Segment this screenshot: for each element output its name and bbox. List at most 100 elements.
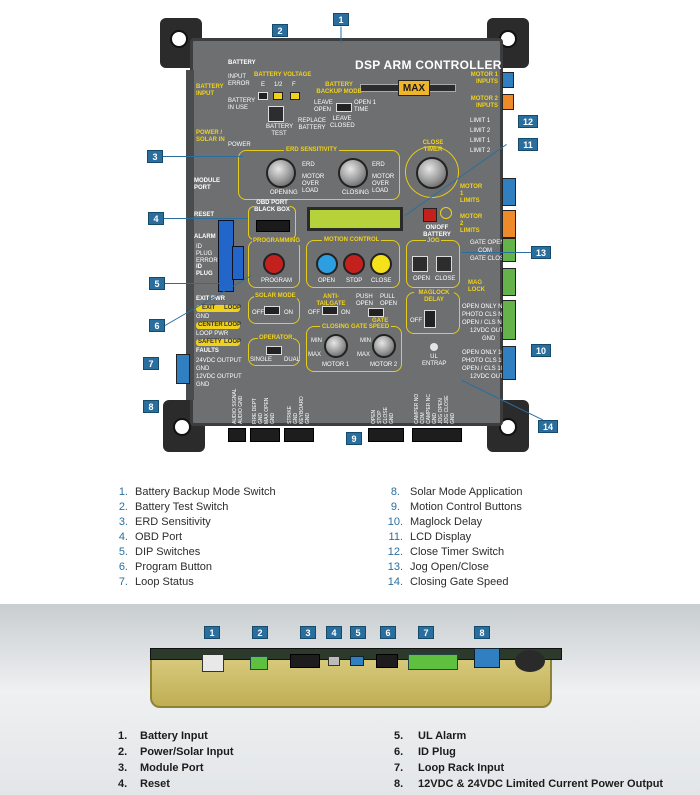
motor-2-limits-terminal[interactable] bbox=[502, 210, 516, 238]
legend-num: 5. bbox=[118, 546, 128, 558]
label-limit-1b: LIMIT 1 bbox=[470, 138, 491, 144]
gate-status-terminal[interactable] bbox=[502, 238, 516, 262]
label-programming: PROGRAMMING bbox=[252, 238, 301, 245]
close-button[interactable] bbox=[370, 253, 392, 275]
label-limit-1a: LIMIT 1 bbox=[470, 118, 491, 124]
exit-led bbox=[196, 305, 240, 312]
jog-open-button[interactable] bbox=[412, 256, 428, 272]
stop-button[interactable] bbox=[343, 253, 365, 275]
callout-5: 5 bbox=[149, 277, 165, 290]
label-24vdc-output: 24VDC OUTPUT bbox=[196, 358, 242, 364]
label-max-2: MAX bbox=[357, 352, 371, 358]
label-dual: DUAL bbox=[284, 357, 301, 363]
label-leave-open: LEAVE OPEN bbox=[314, 100, 333, 113]
close-timer-knob[interactable] bbox=[416, 157, 448, 189]
program-button[interactable] bbox=[263, 253, 285, 275]
callout-2: 2 bbox=[272, 24, 288, 37]
battery-backup-mode-switch[interactable] bbox=[336, 103, 352, 112]
power-solar-connector[interactable] bbox=[250, 656, 268, 670]
label-erd-closing: CLOSING bbox=[342, 190, 370, 196]
callout-8: 8 bbox=[143, 400, 159, 413]
label-input-error: INPUT ERROR bbox=[228, 74, 250, 87]
solar-mode-switch[interactable] bbox=[264, 306, 280, 315]
erd-opening-knob[interactable] bbox=[266, 158, 296, 188]
leader-line-5 bbox=[165, 283, 219, 284]
bottom-terminal-label: AUDIO GND bbox=[238, 395, 244, 424]
leader-line-13 bbox=[462, 252, 532, 253]
bottom-terminal-strike-keyboard[interactable] bbox=[284, 428, 314, 442]
callout-10: 10 bbox=[531, 344, 551, 357]
legend-num: 14. bbox=[387, 576, 403, 588]
jog-close-button[interactable] bbox=[436, 256, 452, 272]
safety-nc-terminal[interactable] bbox=[502, 300, 516, 340]
motor-1-speed-knob[interactable] bbox=[324, 334, 348, 358]
push-pull-switch[interactable] bbox=[368, 308, 384, 317]
motor-1-limits-terminal[interactable] bbox=[502, 178, 516, 206]
output-power-terminal[interactable] bbox=[176, 354, 190, 384]
label-motor-over-load-1: MOTOR OVER LOAD bbox=[302, 174, 325, 194]
dip-switches-2[interactable] bbox=[232, 246, 244, 280]
bottom-terminal-audio[interactable] bbox=[228, 428, 246, 442]
motor-1-input-terminal[interactable] bbox=[502, 72, 514, 88]
label-pull-open: PULL OPEN bbox=[380, 294, 398, 307]
operator-switch[interactable] bbox=[266, 346, 282, 355]
id-plug-connector[interactable] bbox=[376, 654, 398, 668]
legend-text: Close Timer Switch bbox=[410, 546, 505, 558]
side-callout-1: 1 bbox=[204, 626, 220, 639]
module-port-connector[interactable] bbox=[290, 654, 320, 668]
label-id-plug-error: ID PLUG ERROR bbox=[196, 244, 218, 264]
power-icon bbox=[440, 207, 452, 219]
label-gnd-1: GND bbox=[196, 314, 210, 320]
label-push-open: PUSH OPEN bbox=[356, 294, 374, 307]
voltage-led-e bbox=[258, 92, 268, 100]
label-loop-3: LOOP bbox=[224, 339, 242, 345]
open-button[interactable] bbox=[316, 253, 338, 275]
bottom-terminal-camper-jog[interactable] bbox=[412, 428, 462, 442]
label-close: CLOSE bbox=[371, 278, 392, 284]
label-photo-cls-nc: PHOTO CLS NC bbox=[462, 312, 507, 318]
legend-text: DIP Switches bbox=[135, 546, 201, 558]
board-title: DSP ARM CONTROLLER bbox=[355, 58, 502, 72]
legend-text: Maglock Delay bbox=[410, 516, 483, 528]
ul-entrap-led bbox=[430, 343, 438, 351]
label-gate: GATE bbox=[372, 318, 389, 324]
label-erd-sensitivity: ERD SENSITIVITY bbox=[284, 147, 340, 154]
bottom-terminal-motion[interactable] bbox=[368, 428, 404, 442]
battery-input-connector[interactable] bbox=[202, 654, 224, 672]
maglock-delay-switch[interactable] bbox=[424, 310, 436, 328]
legend-num: 8. bbox=[390, 486, 400, 498]
legend-num: 2. bbox=[118, 501, 128, 513]
legend-text: Closing Gate Speed bbox=[410, 576, 509, 588]
battery-test-button[interactable] bbox=[268, 106, 284, 122]
on-off-battery-button[interactable] bbox=[423, 208, 437, 222]
label-gnd-right: GND bbox=[482, 336, 496, 342]
label-close-timer: CLOSE TIMER bbox=[422, 140, 444, 153]
power-output-connector[interactable] bbox=[474, 648, 500, 668]
label-loop-pwr: LOOP PWR bbox=[196, 331, 229, 337]
erd-closing-knob[interactable] bbox=[338, 158, 368, 188]
legend2-text: UL Alarm bbox=[418, 730, 467, 742]
label-alarm: ALARM bbox=[194, 234, 216, 240]
legend2-text: Module Port bbox=[140, 762, 204, 774]
legend-text: LCD Display bbox=[410, 531, 472, 543]
reset-button[interactable] bbox=[328, 656, 340, 666]
safety-10k-terminal[interactable] bbox=[502, 346, 516, 380]
motor-2-speed-knob[interactable] bbox=[372, 334, 396, 358]
bottom-terminal-fire-max[interactable] bbox=[250, 428, 280, 442]
label-leave-closed: LEAVE CLOSED bbox=[330, 116, 355, 129]
label-loop-2: LOOP bbox=[224, 322, 242, 328]
label-motion-control: MOTION CONTROL bbox=[322, 237, 382, 244]
motor-2-input-terminal[interactable] bbox=[502, 94, 514, 110]
legend-num: 1. bbox=[118, 486, 128, 498]
label-voltage-f: F bbox=[292, 82, 296, 88]
mount-hole bbox=[170, 30, 188, 48]
label-solar-on: ON bbox=[284, 310, 293, 316]
label-erd-1: ERD bbox=[302, 162, 315, 168]
label-loop-1: LOOP bbox=[224, 305, 242, 311]
safety-led bbox=[196, 339, 240, 346]
loop-rack-connector[interactable] bbox=[408, 654, 458, 670]
legend2-num: 8. bbox=[394, 778, 404, 790]
anti-tailgate-switch[interactable] bbox=[322, 306, 338, 315]
label-replace-battery: REPLACE BATTERY bbox=[298, 118, 327, 131]
mag-lock-terminal[interactable] bbox=[502, 268, 516, 296]
